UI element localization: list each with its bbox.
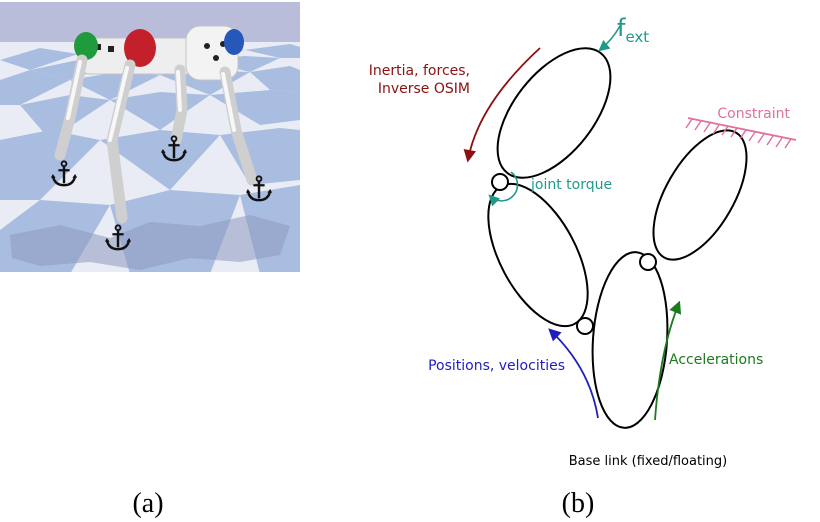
caption-b: (b) <box>562 488 595 519</box>
base-link-label: Base link (fixed/floating) <box>569 454 727 469</box>
link-top <box>496 47 612 179</box>
robot-leg-highlights <box>66 60 236 142</box>
hip-joint-red <box>124 29 156 67</box>
positions-label: Positions, velocities <box>428 358 565 374</box>
joint-circle <box>491 173 509 191</box>
inertia-label-line1: Inertia, forces, <box>369 63 470 79</box>
base-link <box>591 251 669 429</box>
f-ext-label: fext <box>617 14 649 46</box>
hip-joint-blue <box>224 29 244 55</box>
positions-arrow <box>548 328 599 419</box>
inertia-label-line2: Inverse OSIM <box>378 81 470 97</box>
robot-hip-joints <box>74 29 244 67</box>
accelerations-arrow <box>654 300 682 421</box>
accelerations-label: Accelerations <box>669 352 763 368</box>
joint-circle <box>639 253 657 271</box>
link-middle <box>487 182 589 328</box>
joint-torque-label: joint torque <box>530 177 612 193</box>
caption-a: (a) <box>132 488 163 519</box>
link-right <box>652 129 748 261</box>
joint-circle <box>576 317 594 335</box>
panel-a-render <box>0 2 300 272</box>
f-ext-arrow <box>598 25 621 52</box>
constraint-label: Constraint <box>717 106 790 122</box>
panel-b-diagram: joint torque fext Inertia, forces, Inver… <box>369 14 797 469</box>
hip-joint-green <box>74 32 98 60</box>
constraint-wall <box>687 117 797 141</box>
joint-torque-arrow <box>488 171 519 207</box>
constraint-hatching <box>685 118 792 149</box>
inertia-arrow <box>463 47 541 163</box>
robot-body <box>77 25 239 81</box>
robot-shadow <box>10 215 290 270</box>
